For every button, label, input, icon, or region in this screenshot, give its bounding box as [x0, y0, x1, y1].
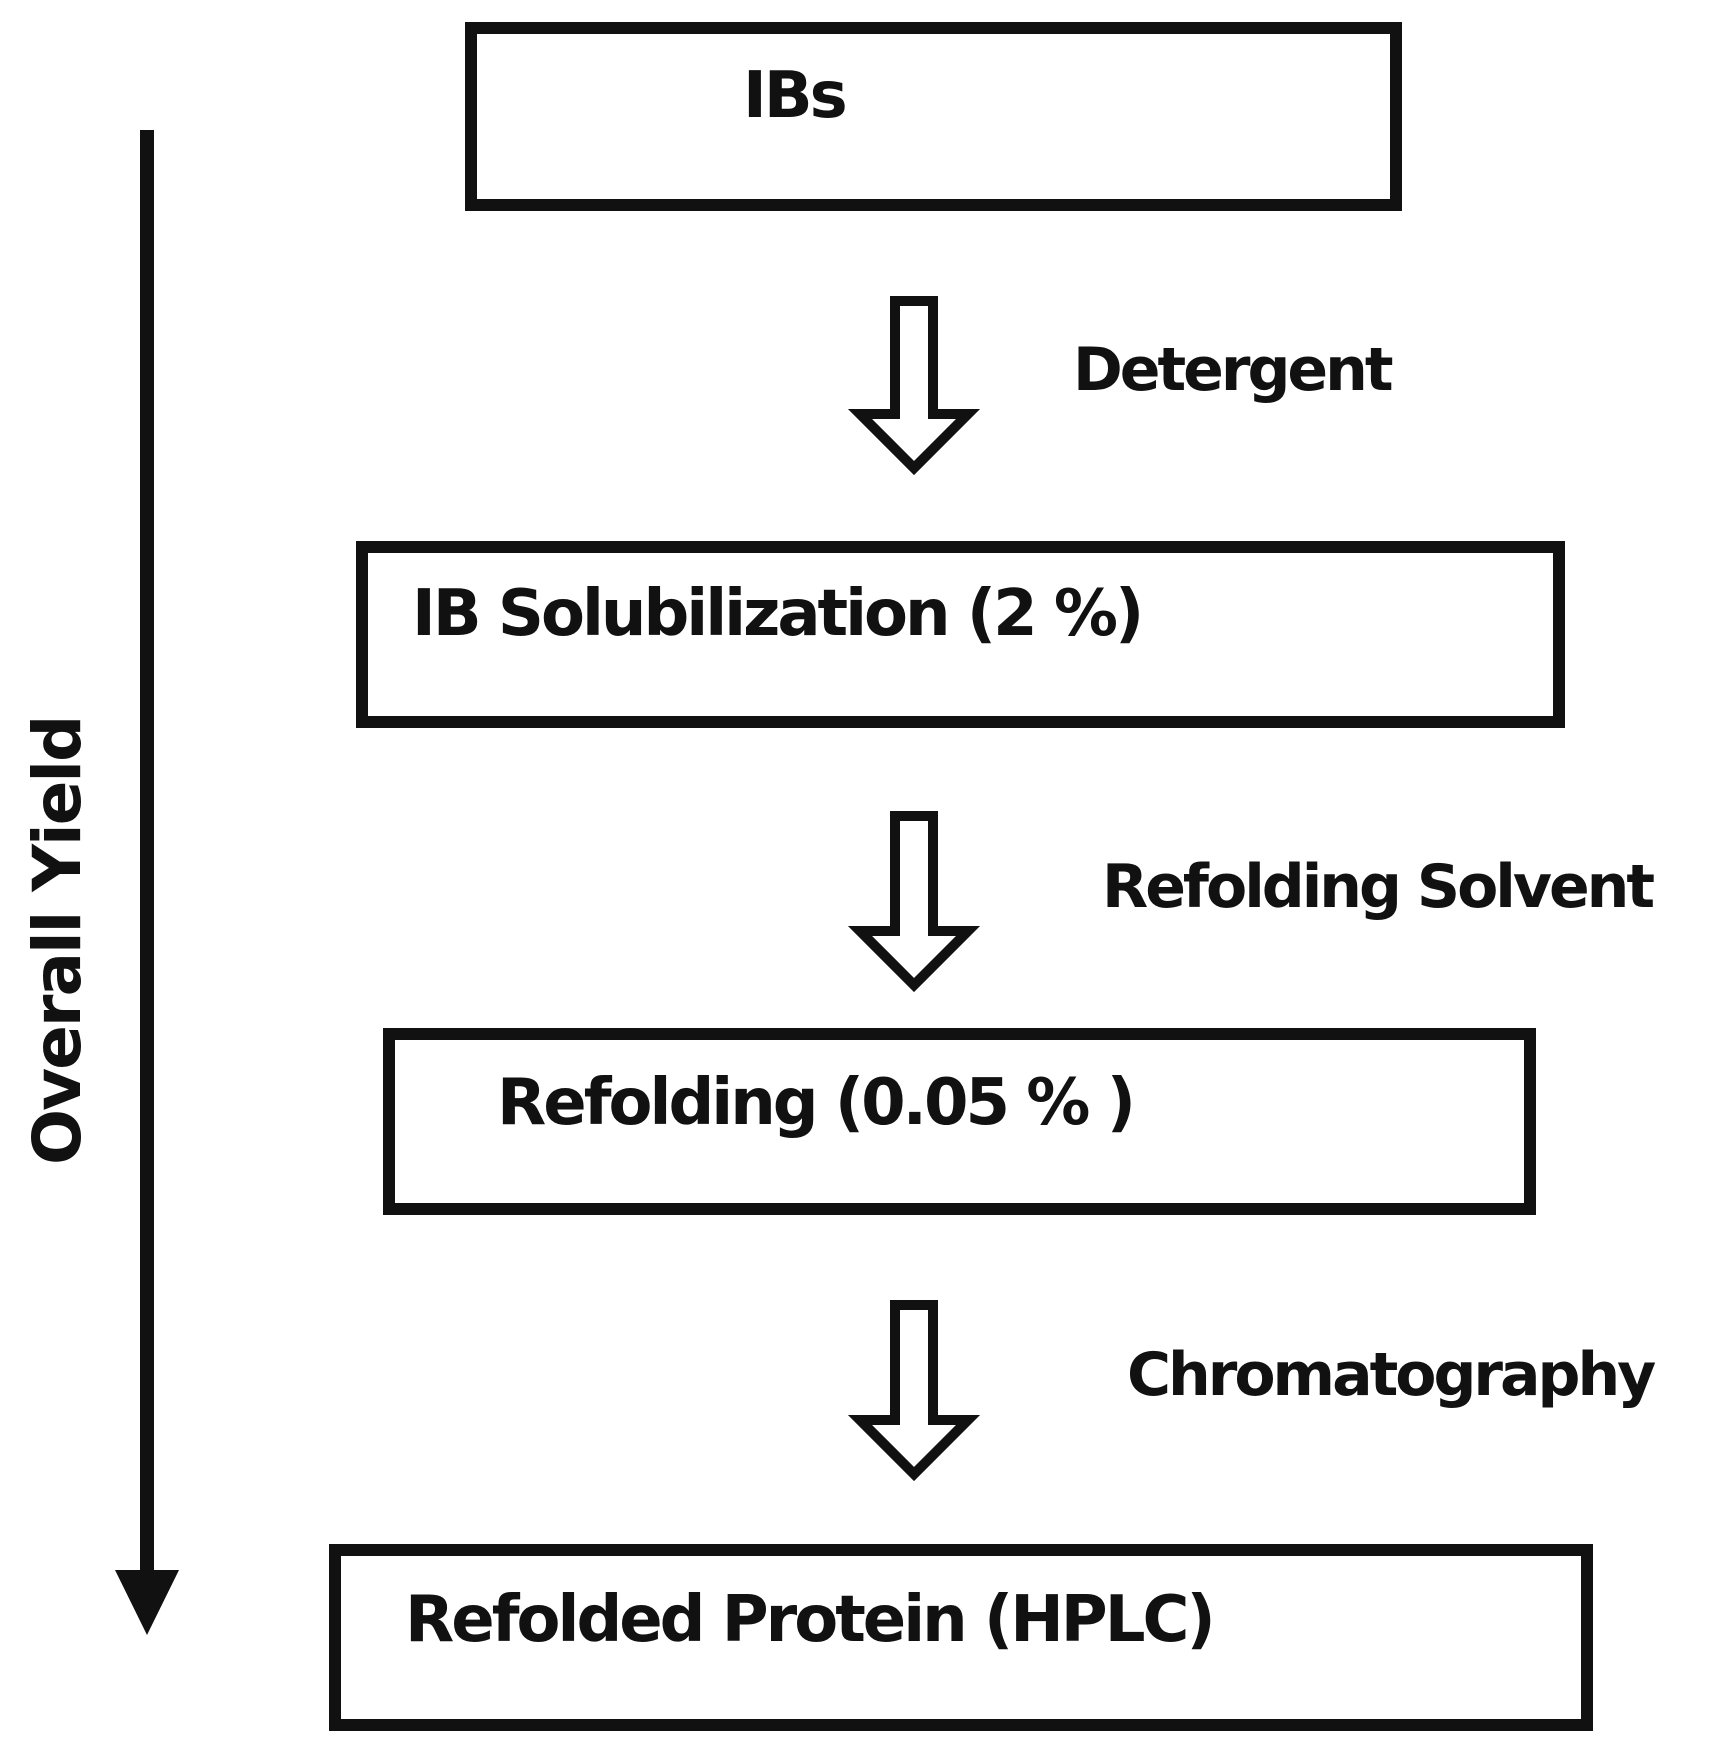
step-box-ibs-label: IBs	[743, 59, 848, 133]
flow-arrow-2	[847, 811, 981, 993]
overall-yield-label: Overall Yield	[19, 716, 96, 1165]
step-label-chromatography: Chromatography	[1127, 1340, 1656, 1410]
overall-yield-arrow	[115, 130, 179, 1635]
flow-arrow-1	[847, 296, 981, 476]
flow-arrow-3	[847, 1300, 981, 1482]
step-box-ib-solubilization	[356, 541, 1565, 728]
step-box-refolding-label: Refolding (0.05 % )	[497, 1066, 1136, 1140]
step-label-refolding-solvent: Refolding Solvent	[1102, 852, 1655, 922]
step-box-refolded-protein-label: Refolded Protein (HPLC)	[405, 1583, 1216, 1657]
step-box-ib-solubilization-label: IB Solubilization (2 %)	[412, 577, 1144, 651]
step-label-detergent: Detergent	[1073, 335, 1394, 405]
step-box-ibs	[465, 22, 1402, 211]
step-box-refolded-protein	[329, 1544, 1593, 1731]
step-box-refolding	[383, 1028, 1536, 1215]
